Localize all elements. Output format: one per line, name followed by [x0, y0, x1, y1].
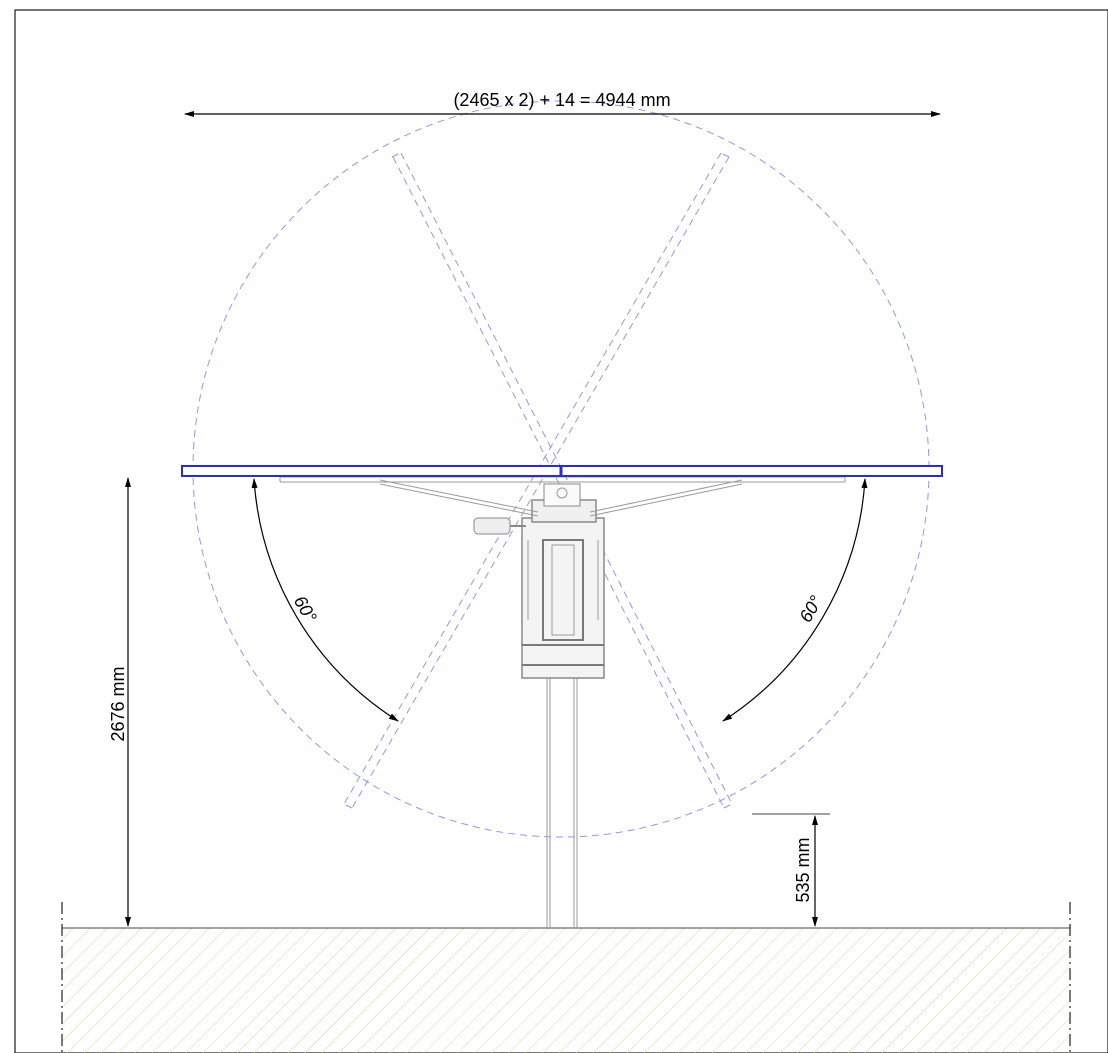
width-dimension-label: (2465 x 2) + 14 = 4944 mm: [453, 90, 670, 110]
height-dimension: 2676 mm: [108, 477, 131, 927]
ground: [61, 902, 1071, 1053]
solar-panel: [181, 465, 943, 477]
height-dimension-label: 2676 mm: [108, 666, 128, 741]
tracker-structure: [279, 476, 846, 928]
angle-left-label: 60°: [290, 592, 321, 626]
clearance-dimension-label: 535 mm: [793, 837, 813, 902]
width-dimension: (2465 x 2) + 14 = 4944 mm: [184, 90, 941, 117]
angle-right-arc: 60°: [722, 478, 868, 722]
angle-right-label: 60°: [795, 592, 826, 626]
clearance-dimension: 535 mm: [752, 813, 830, 927]
panel-tilted-ghosts: [343, 152, 733, 809]
drawing-frame: [14, 9, 1108, 1053]
angle-left-arc: 60°: [251, 478, 399, 722]
